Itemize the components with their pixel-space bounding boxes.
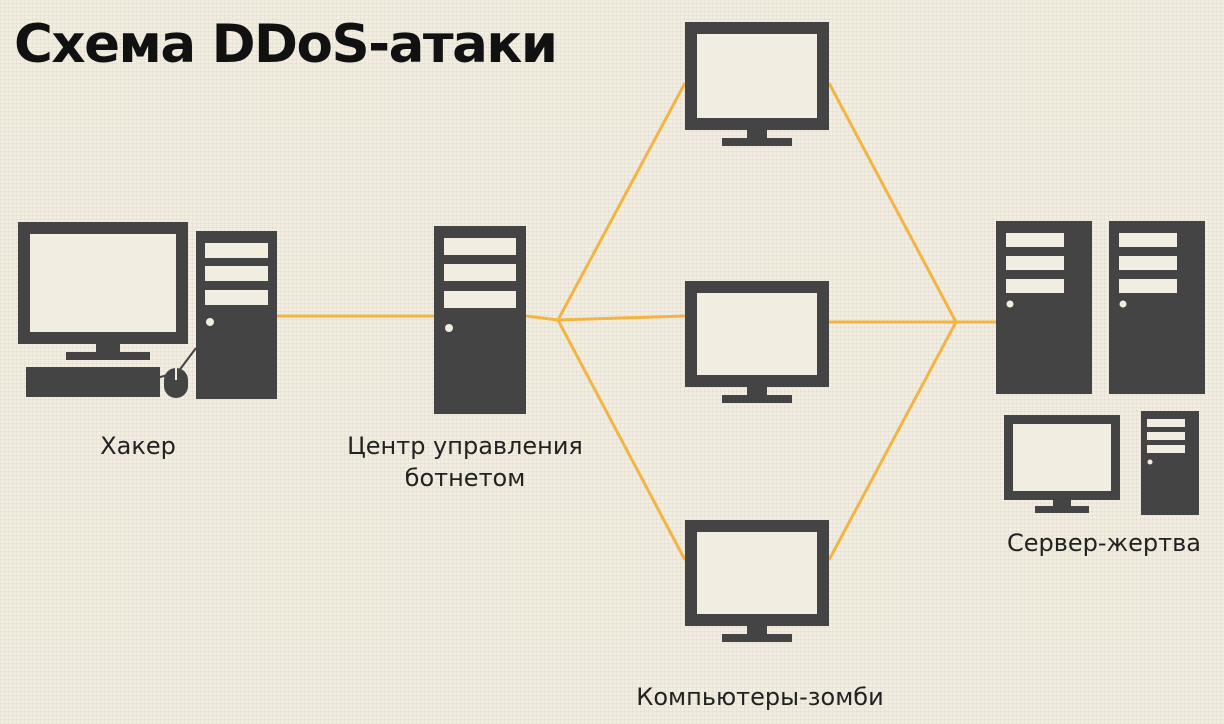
zombie-computer-middle [685,281,829,403]
server-tower-icon [1141,411,1199,515]
zombies-label: Компьютеры-зомби [636,683,884,711]
server-tower-icon [1109,221,1205,394]
center-to-hub-line [525,314,559,322]
victim-server-group [996,221,1205,515]
zombie-computer-bottom [685,520,829,642]
botnet-center-label-line2: ботнетом [404,464,526,492]
monitor-icon [685,22,829,146]
hub-to-zombie-mid-line [557,314,686,322]
botnet-center-server [434,226,526,414]
monitor-icon [685,520,829,642]
server-tower-icon [434,226,526,414]
botnet-center-label-line1: Центр управления [347,432,583,460]
hacker-computer [18,222,277,399]
server-tower-icon [996,221,1092,394]
zombie-bottom-to-victim-line [827,321,958,561]
monitor-icon [685,281,829,403]
victim-label: Сервер-жертва [1006,529,1201,557]
desktop-computer-icon [18,222,277,399]
botnet-center-label: Центр управления ботнетом [330,430,600,494]
zombie-computer-top [685,22,829,146]
connections [277,82,996,561]
monitor-icon [1004,415,1120,513]
zombie-top-to-victim-line [827,82,958,323]
diagram-title: Схема DDoS-атаки [14,14,558,75]
hacker-label: Хакер [100,432,176,460]
hub-to-zombie-bottom-line [556,319,687,561]
hub-to-zombie-top-line [556,82,687,321]
